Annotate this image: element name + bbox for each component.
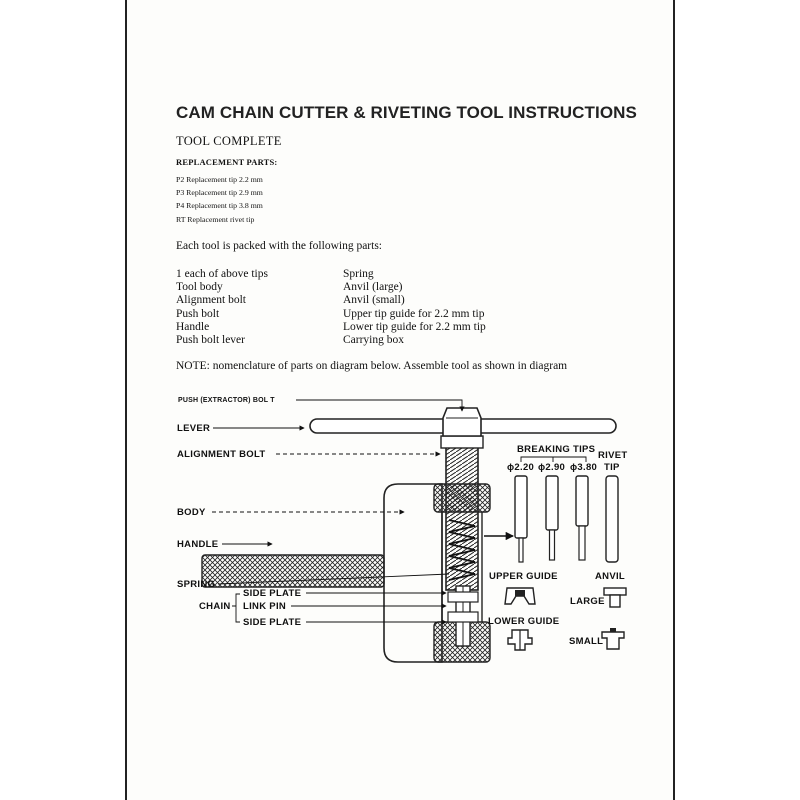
lever-label: LEVER bbox=[177, 423, 210, 434]
anvil-small bbox=[601, 628, 625, 650]
chain-label: CHAIN bbox=[199, 601, 231, 612]
anvil-large bbox=[603, 587, 627, 608]
large-anvil-label: LARGE bbox=[570, 596, 605, 607]
handle-label: HANDLE bbox=[177, 539, 218, 550]
side-plate-bottom-label: SIDE PLATE bbox=[243, 617, 301, 628]
replacement-part-item: P3 Replacement tip 2.9 mm bbox=[176, 188, 263, 197]
document-title: CAM CHAIN CUTTER & RIVETING TOOL INSTRUC… bbox=[176, 103, 637, 122]
part-item: Spring bbox=[343, 268, 374, 280]
parts-list-left: 1 each of above tips Tool body Alignment… bbox=[176, 268, 268, 347]
part-item: Push bolt lever bbox=[176, 334, 245, 347]
replacement-part-item: P2 Replacement tip 2.2 mm bbox=[176, 175, 263, 184]
part-item: 1 each of above tips bbox=[176, 268, 268, 280]
part-item: Push bolt bbox=[176, 307, 220, 320]
part-item: Anvil (large) bbox=[343, 281, 403, 294]
body-label: BODY bbox=[177, 507, 206, 518]
breaking-tip-2-20 bbox=[514, 475, 528, 563]
anvil-label: ANVIL bbox=[595, 571, 625, 582]
small-anvil-label: SMALL bbox=[569, 636, 603, 647]
alignment-bolt bbox=[440, 435, 484, 591]
tool-handle bbox=[201, 554, 385, 588]
packed-parts-intro: Each tool is packed with the following p… bbox=[176, 240, 382, 252]
rivet-tip bbox=[605, 475, 619, 563]
assembly-note: NOTE: nomenclature of parts on diagram b… bbox=[176, 360, 568, 372]
breaking-tip-2-90 bbox=[545, 475, 559, 561]
breaking-tips-label: BREAKING TIPS bbox=[517, 444, 595, 455]
upper-guide-label: UPPER GUIDE bbox=[489, 571, 558, 582]
part-item: Lower tip guide for 2.2 mm tip bbox=[343, 320, 486, 333]
side-plate-top-label: SIDE PLATE bbox=[243, 588, 301, 599]
part-item: Handle bbox=[176, 320, 210, 333]
part-item: Tool body bbox=[176, 281, 223, 294]
push-bolt-label: PUSH (EXTRACTOR) BOL T bbox=[178, 397, 275, 404]
spring bbox=[448, 519, 476, 581]
push-bolt bbox=[447, 585, 479, 647]
alignment-bolt-label: ALIGNMENT BOLT bbox=[177, 449, 265, 460]
tip-2-20-label: ϕ2.20 bbox=[507, 462, 534, 473]
replacement-part-item: RT Replacement rivet tip bbox=[176, 215, 255, 224]
scan-right-margin bbox=[673, 0, 800, 800]
link-pin-label: LINK PIN bbox=[243, 601, 286, 612]
tip-3-80-label: ϕ3.80 bbox=[570, 462, 597, 473]
parts-list-right: Spring Anvil (large) Anvil (small) Upper… bbox=[343, 268, 486, 347]
part-item: Alignment bolt bbox=[176, 294, 246, 307]
replacement-parts-heading: REPLACEMENT PARTS: bbox=[176, 157, 278, 167]
lower-guide-label: LOWER GUIDE bbox=[488, 616, 559, 627]
spring-label: SPRING bbox=[177, 579, 215, 590]
breaking-tip-3-80 bbox=[575, 475, 589, 561]
tool-complete-heading: TOOL COMPLETE bbox=[176, 134, 282, 148]
replacement-part-item: P4 Replacement tip 3.8 mm bbox=[176, 201, 263, 210]
tip-2-90-label: ϕ2.90 bbox=[538, 462, 565, 473]
part-item: Upper tip guide for 2.2 mm tip bbox=[343, 307, 485, 320]
rivet-tip-label: TIP bbox=[604, 462, 620, 473]
part-item: Carrying box bbox=[343, 334, 405, 347]
lever bbox=[309, 407, 617, 437]
rivet-label: RIVET bbox=[598, 450, 627, 461]
upper-guide bbox=[504, 587, 536, 605]
scan-left-margin bbox=[0, 0, 127, 800]
part-item: Anvil (small) bbox=[343, 294, 405, 307]
lower-guide bbox=[507, 629, 533, 651]
